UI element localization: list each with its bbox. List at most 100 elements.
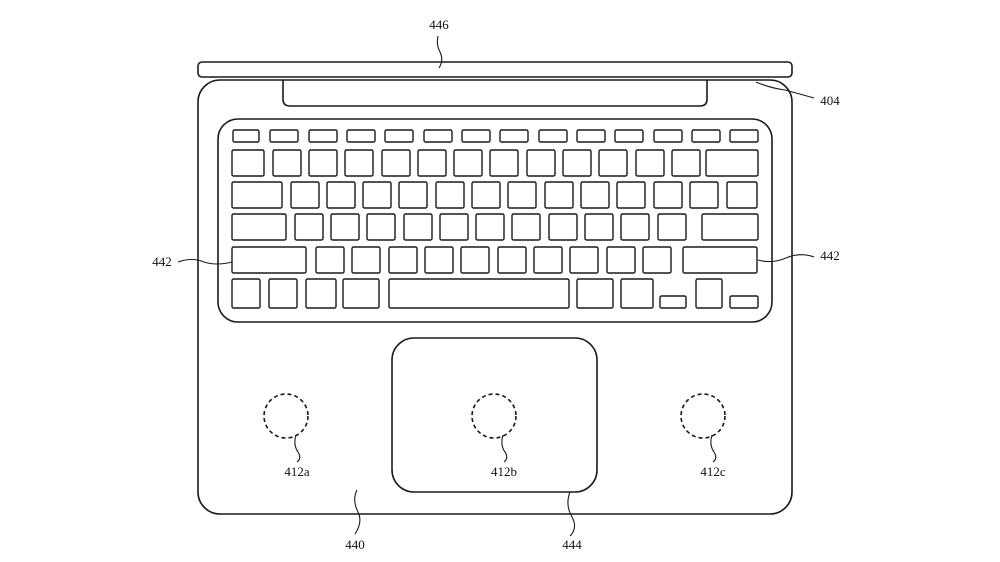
key-r2-c13 [726, 181, 758, 209]
key-r5-c2 [305, 278, 337, 309]
key-r0-c9 [576, 129, 606, 143]
keyboard-keys [231, 129, 759, 309]
key-r3-c12 [701, 213, 759, 241]
keyboard-well [217, 118, 773, 323]
key-r1-c4 [381, 149, 411, 177]
key-r2-c10 [616, 181, 646, 209]
display-lid [197, 61, 793, 78]
key-r4-c1 [315, 246, 345, 274]
key-r2-c1 [290, 181, 320, 209]
key-r4-c2 [351, 246, 381, 274]
key-r3-c6 [475, 213, 505, 241]
key-r5-c9 [729, 295, 759, 309]
leader-display-lid [436, 35, 443, 69]
key-r0-c3 [346, 129, 376, 143]
key-r4-c5 [460, 246, 490, 274]
key-r1-c9 [562, 149, 592, 177]
label-display-lid: 446 [429, 17, 449, 32]
key-r3-c5 [439, 213, 469, 241]
key-r1-c8 [526, 149, 556, 177]
key-r2-c12 [689, 181, 719, 209]
sensor-left [263, 393, 309, 439]
key-r2-c9 [580, 181, 610, 209]
leader-sensor-left [294, 434, 301, 463]
key-r2-c2 [326, 181, 356, 209]
key-r1-c5 [417, 149, 447, 177]
key-r4-c7 [533, 246, 563, 274]
key-r2-c5 [435, 181, 465, 209]
key-r1-c11 [635, 149, 665, 177]
key-r5-c1 [268, 278, 298, 309]
key-r0-c13 [729, 129, 759, 143]
key-r5-c3 [342, 278, 380, 309]
key-r0-c2 [308, 129, 338, 143]
leader-palm-rest [354, 489, 361, 535]
key-r5-c0 [231, 278, 261, 309]
key-r0-c6 [461, 129, 491, 143]
leader-hinge-corner [755, 81, 815, 99]
key-r0-c12 [691, 129, 721, 143]
sensor-right [680, 393, 726, 439]
key-r4-c6 [497, 246, 527, 274]
key-r4-c10 [642, 246, 672, 274]
leader-keyboard-right [757, 254, 815, 263]
key-r3-c3 [366, 213, 396, 241]
key-r1-c1 [272, 149, 302, 177]
key-r3-c2 [330, 213, 360, 241]
label-sensor-center: 412b [491, 464, 517, 479]
leader-sensor-right [710, 434, 717, 463]
key-r4-c4 [424, 246, 454, 274]
key-r3-c10 [620, 213, 650, 241]
key-r0-c10 [614, 129, 644, 143]
key-r2-c6 [471, 181, 501, 209]
sensor-center [471, 393, 517, 439]
key-r3-c4 [403, 213, 433, 241]
hinge-recess [282, 80, 708, 107]
key-r0-c5 [423, 129, 453, 143]
key-r1-c0 [231, 149, 265, 177]
key-r4-c0 [231, 246, 307, 274]
key-r2-c7 [507, 181, 537, 209]
key-r2-c3 [362, 181, 392, 209]
key-r3-c11 [657, 213, 687, 241]
key-r1-c6 [453, 149, 483, 177]
key-r2-c11 [653, 181, 683, 209]
label-keyboard-left: 442 [152, 254, 172, 269]
key-r5-c8 [695, 278, 723, 309]
key-r5-c7 [659, 295, 687, 309]
label-palm-rest: 440 [345, 537, 365, 552]
label-hinge-corner: 404 [820, 93, 840, 108]
key-r2-c4 [398, 181, 428, 209]
key-r0-c1 [269, 129, 299, 143]
key-r5-c6 [620, 278, 654, 309]
label-keyboard-right: 442 [820, 248, 840, 263]
leader-keyboard-left [177, 258, 233, 265]
trackpad [391, 337, 598, 493]
key-r1-c7 [489, 149, 519, 177]
key-r2-c8 [544, 181, 574, 209]
key-r1-c13 [705, 149, 759, 177]
key-r1-c10 [598, 149, 628, 177]
key-r5-c5 [576, 278, 614, 309]
key-r3-c0 [231, 213, 287, 241]
key-r4-c11 [682, 246, 758, 274]
key-r3-c9 [584, 213, 614, 241]
key-r3-c1 [294, 213, 324, 241]
key-r4-c3 [388, 246, 418, 274]
key-r5-c4 [388, 278, 570, 309]
key-r1-c2 [308, 149, 338, 177]
key-r0-c7 [499, 129, 529, 143]
key-r0-c4 [384, 129, 414, 143]
label-sensor-left: 412a [284, 464, 310, 479]
key-r2-c0 [231, 181, 283, 209]
key-r4-c8 [569, 246, 599, 274]
key-r0-c8 [538, 129, 568, 143]
label-trackpad: 444 [562, 537, 582, 552]
key-r0-c11 [653, 129, 683, 143]
key-r0-c0 [232, 129, 260, 143]
key-r3-c8 [548, 213, 578, 241]
leader-trackpad [567, 491, 576, 537]
key-r4-c9 [606, 246, 636, 274]
key-r1-c3 [344, 149, 374, 177]
